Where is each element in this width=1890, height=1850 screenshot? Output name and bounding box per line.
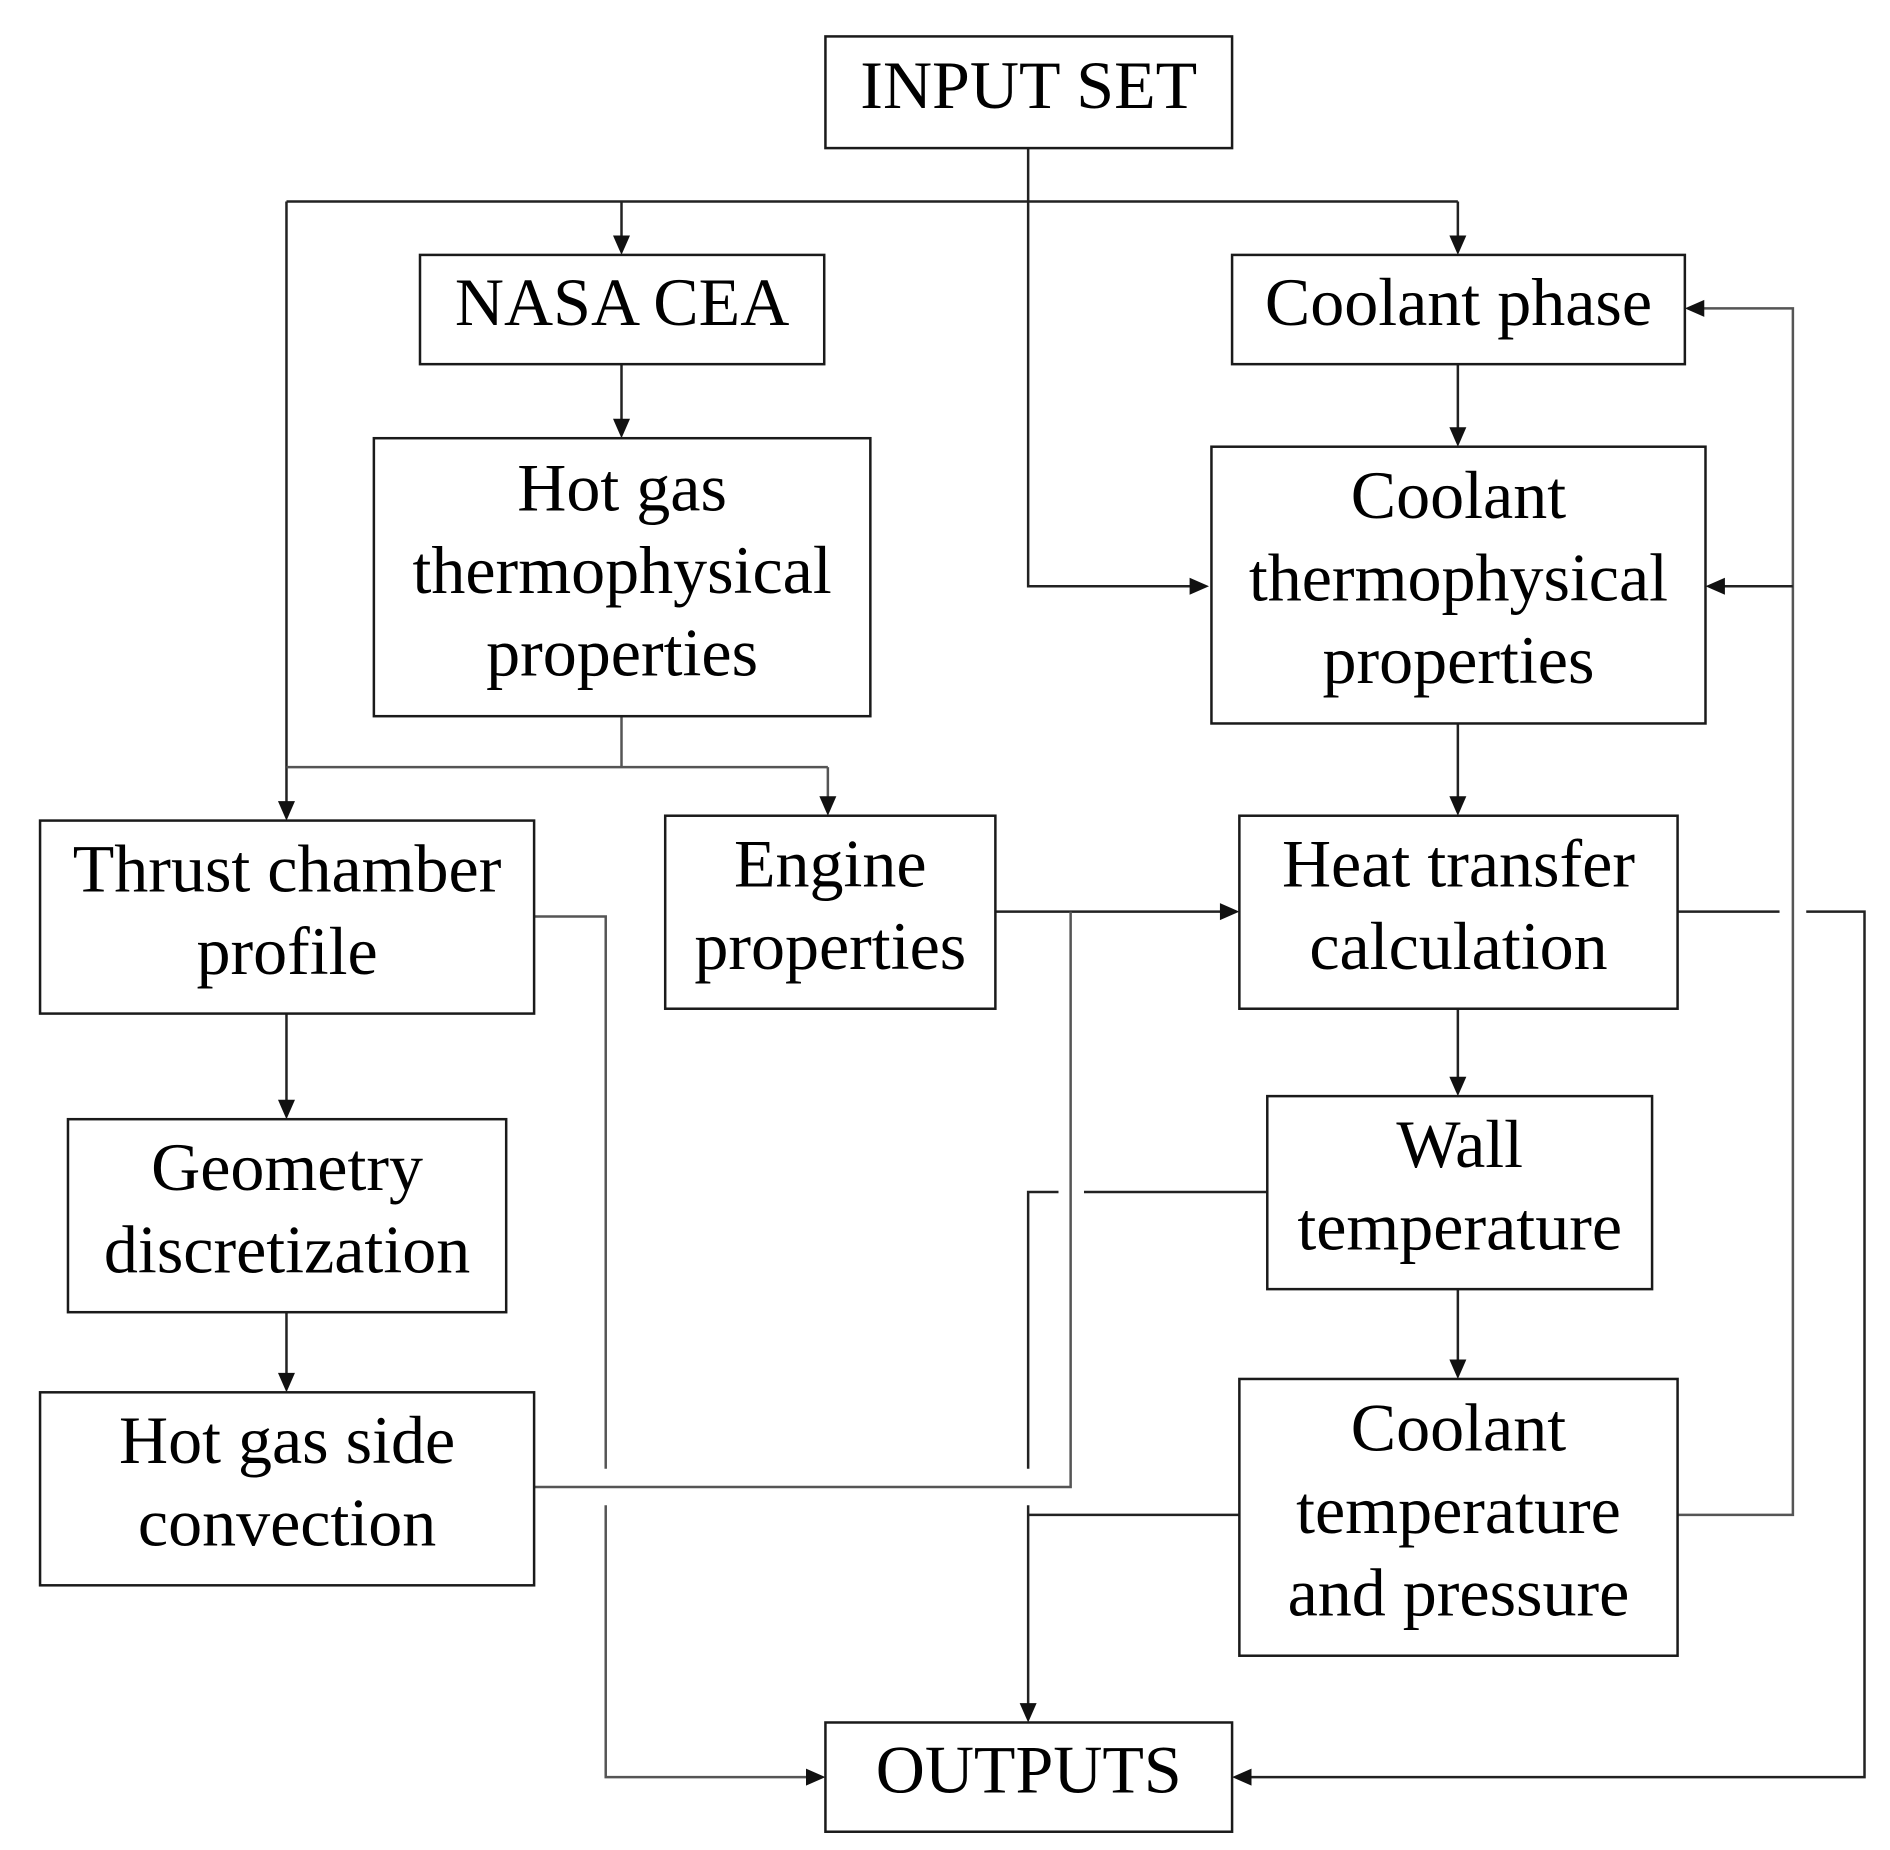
edge-thrust-to-outputs-a bbox=[534, 915, 607, 1469]
box-label-line: Engine bbox=[734, 826, 927, 902]
arrowhead bbox=[1219, 903, 1240, 921]
box-label-line: INPUT SET bbox=[860, 47, 1197, 123]
edge-wall-left-b bbox=[1026, 1190, 1059, 1469]
box-frame bbox=[1230, 253, 1687, 366]
box-frame bbox=[1266, 1094, 1654, 1291]
connectors bbox=[277, 148, 1866, 1786]
box-frame bbox=[38, 1391, 536, 1587]
edge-input-to-coolant-props bbox=[1026, 148, 1202, 588]
box-label-line: thermophysical bbox=[1249, 540, 1668, 616]
box-label-line: convection bbox=[138, 1485, 436, 1561]
arrowhead bbox=[1019, 1703, 1037, 1723]
box-label-line: Coolant phase bbox=[1265, 264, 1652, 340]
arrowhead bbox=[613, 235, 630, 255]
box-label-line: Geometry bbox=[151, 1129, 423, 1205]
arrowhead bbox=[806, 1768, 826, 1786]
box-outputs: OUTPUTS bbox=[824, 1721, 1234, 1833]
box-label-line: Thrust chamber bbox=[73, 830, 502, 906]
arrowhead bbox=[1232, 1768, 1252, 1786]
arrowhead bbox=[1449, 427, 1467, 447]
edge-thrust-to-outputs-b bbox=[604, 1505, 819, 1779]
box-frame bbox=[1238, 1377, 1679, 1657]
edge-convection-to-heat bbox=[534, 911, 1072, 1489]
box-coolant-phase: Coolant phase bbox=[1230, 253, 1687, 366]
box-frame bbox=[1210, 445, 1707, 725]
arrowhead bbox=[277, 1372, 295, 1393]
box-label-line: OUTPUTS bbox=[876, 1732, 1182, 1808]
box-frame bbox=[663, 814, 997, 1010]
edge-heat-to-outputs-b bbox=[1239, 910, 1866, 1779]
box-frame bbox=[418, 253, 826, 366]
arrowhead bbox=[1684, 299, 1705, 317]
box-label-line: Coolant bbox=[1351, 1389, 1566, 1465]
box-label-line: properties bbox=[694, 908, 966, 984]
arrowhead bbox=[1449, 235, 1467, 255]
box-label-line: temperature bbox=[1296, 1472, 1621, 1548]
arrowhead bbox=[277, 801, 295, 821]
box-label-line: Coolant bbox=[1351, 457, 1566, 533]
box-frame bbox=[824, 1721, 1234, 1833]
arrowhead bbox=[277, 1099, 295, 1120]
arrowhead bbox=[1449, 796, 1467, 816]
box-label-line: Wall bbox=[1396, 1106, 1523, 1182]
box-label-line: calculation bbox=[1309, 908, 1607, 984]
box-label-line: thermophysical bbox=[412, 532, 831, 608]
box-frame bbox=[1238, 814, 1679, 1010]
box-label-line: profile bbox=[196, 913, 377, 989]
edge-feedback-trunk bbox=[1677, 307, 1795, 1517]
box-label-line: and pressure bbox=[1288, 1554, 1630, 1630]
box-frame bbox=[824, 35, 1234, 150]
box-label-line: temperature bbox=[1297, 1189, 1622, 1265]
arrowhead bbox=[1705, 577, 1725, 595]
box-label-line: discretization bbox=[104, 1212, 470, 1288]
box-nasa-cea: NASA CEA bbox=[418, 253, 826, 366]
box-frame bbox=[372, 436, 872, 718]
arrowhead bbox=[1189, 577, 1210, 595]
arrowhead bbox=[1449, 1359, 1467, 1379]
box-label-line: Hot gas bbox=[517, 449, 727, 525]
box-label-line: Heat transfer bbox=[1282, 826, 1635, 902]
arrowhead bbox=[613, 418, 630, 439]
box-label-line: properties bbox=[1323, 622, 1595, 698]
box-label-line: NASA CEA bbox=[455, 264, 789, 340]
box-label-line: properties bbox=[486, 614, 758, 690]
box-label-line: Hot gas side bbox=[119, 1402, 455, 1478]
box-frame bbox=[66, 1117, 508, 1314]
box-input-set: INPUT SET bbox=[824, 35, 1234, 150]
arrowhead bbox=[819, 796, 837, 816]
box-frame bbox=[38, 819, 536, 1015]
arrowhead bbox=[1449, 1076, 1467, 1097]
